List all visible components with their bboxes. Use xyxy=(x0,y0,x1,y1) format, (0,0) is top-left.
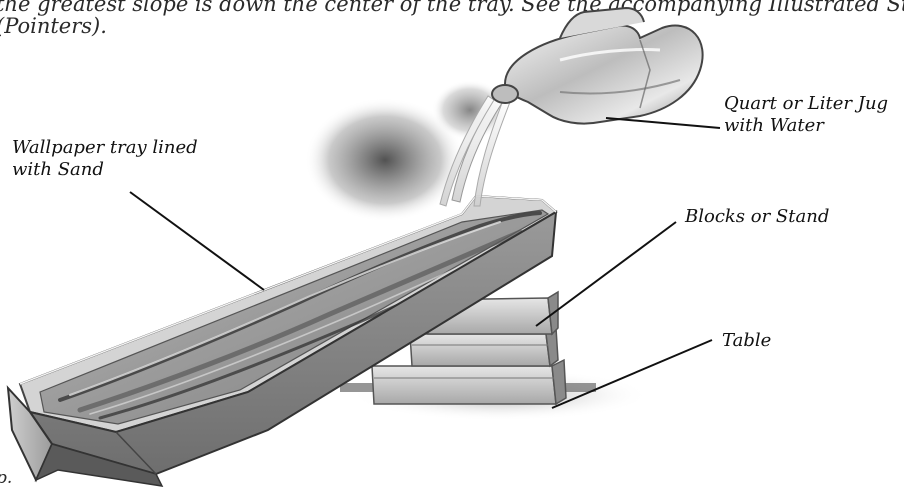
leader-line-jug xyxy=(606,118,720,128)
label-jug-line-1: Quart or Liter Jug xyxy=(724,93,888,115)
label-jug-line-2: with Water xyxy=(724,115,888,137)
label-water-jug: Quart or Liter Jug with Water xyxy=(724,93,888,137)
label-wallpaper-tray: Wallpaper tray lined with Sand xyxy=(12,137,198,181)
water-jug xyxy=(492,8,703,124)
leader-line-blocks xyxy=(536,222,676,326)
label-tray-line-2: with Sand xyxy=(12,159,198,181)
label-tray-line-1: Wallpaper tray lined xyxy=(12,137,198,159)
label-blocks-line-1: Blocks or Stand xyxy=(685,206,829,228)
label-table-line-1: Table xyxy=(722,330,771,352)
label-table: Table xyxy=(722,330,771,352)
leader-line-tray xyxy=(130,192,264,290)
label-blocks-stand: Blocks or Stand xyxy=(685,206,829,228)
